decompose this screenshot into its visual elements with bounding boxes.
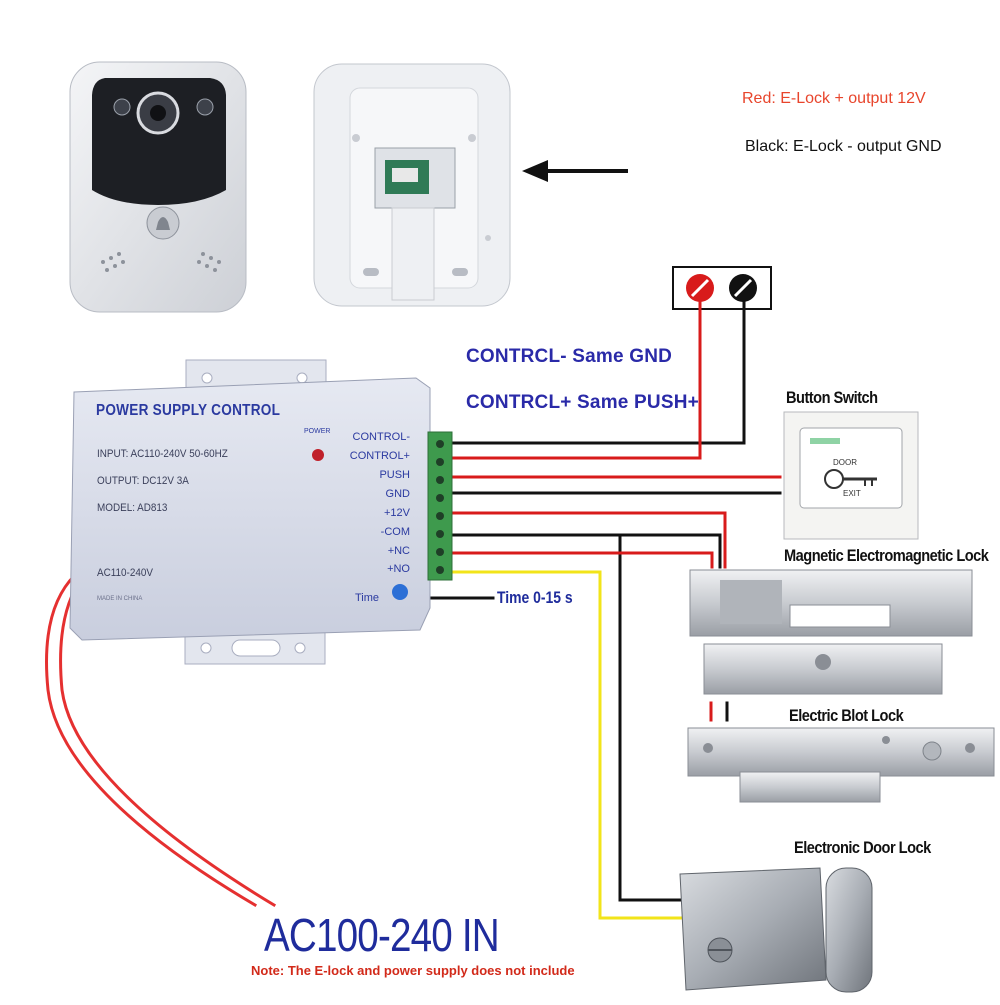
exit-button-switch [783,411,919,540]
note-control-minus: CONTRCL- Same GND [466,346,673,367]
doorbell-camera-back [313,63,511,307]
terminal-label: +NO [387,563,410,575]
psu-made-in: MADE IN CHINA [97,596,143,602]
disclaimer-note: Note: The E-lock and power supply does n… [251,963,575,978]
terminal-label: PUSH [379,469,410,481]
pointer-arrow [522,160,628,182]
label-door-lock: Electronic Door Lock [794,838,931,857]
magnetic-lock [689,569,973,695]
psu-ac-label: AC110-240V [97,567,153,579]
psu-time-label: Time [355,592,380,604]
terminal-label: CONTROL+ [349,450,410,462]
terminal-label: GND [385,488,410,500]
label-magnetic-lock: Magnetic Electromagnetic Lock [784,546,989,565]
label-button-switch: Button Switch [786,388,878,407]
psu-power-label: POWER [304,428,331,435]
legend-black-wire: Black: E-Lock - output GND [745,138,942,155]
doorbell-camera-front [69,61,247,313]
label-button-door: DOOR [833,458,857,467]
note-control-plus: CONTRCL+ Same PUSH+ [466,392,699,413]
legend-red-wire: Red: E-Lock + output 12V [742,90,926,107]
power-supply-unit [69,359,453,665]
terminal-label: +NC [387,545,410,557]
psu-output-spec: OUTPUT: DC12V 3A [97,475,189,487]
terminal-label: +12V [384,507,410,519]
label-bolt-lock: Electric Blot Lock [789,706,904,725]
ac-input-label: AC100-240 IN [264,909,500,961]
note-time-range: Time 0-15 s [497,588,573,607]
psu-model: MODEL: AD813 [97,502,168,514]
psu-title: POWER SUPPLY CONTROL [96,402,281,419]
terminal-label: CONTROL- [352,431,410,443]
psu-input-spec: INPUT: AC110-240V 50-60HZ [97,448,228,460]
elock-terminal-block [672,266,772,310]
label-button-exit: EXIT [843,489,861,498]
wires [45,300,782,920]
electronic-door-lock [679,867,873,993]
electric-bolt-lock [687,727,995,803]
terminal-label: -COM [380,526,410,538]
